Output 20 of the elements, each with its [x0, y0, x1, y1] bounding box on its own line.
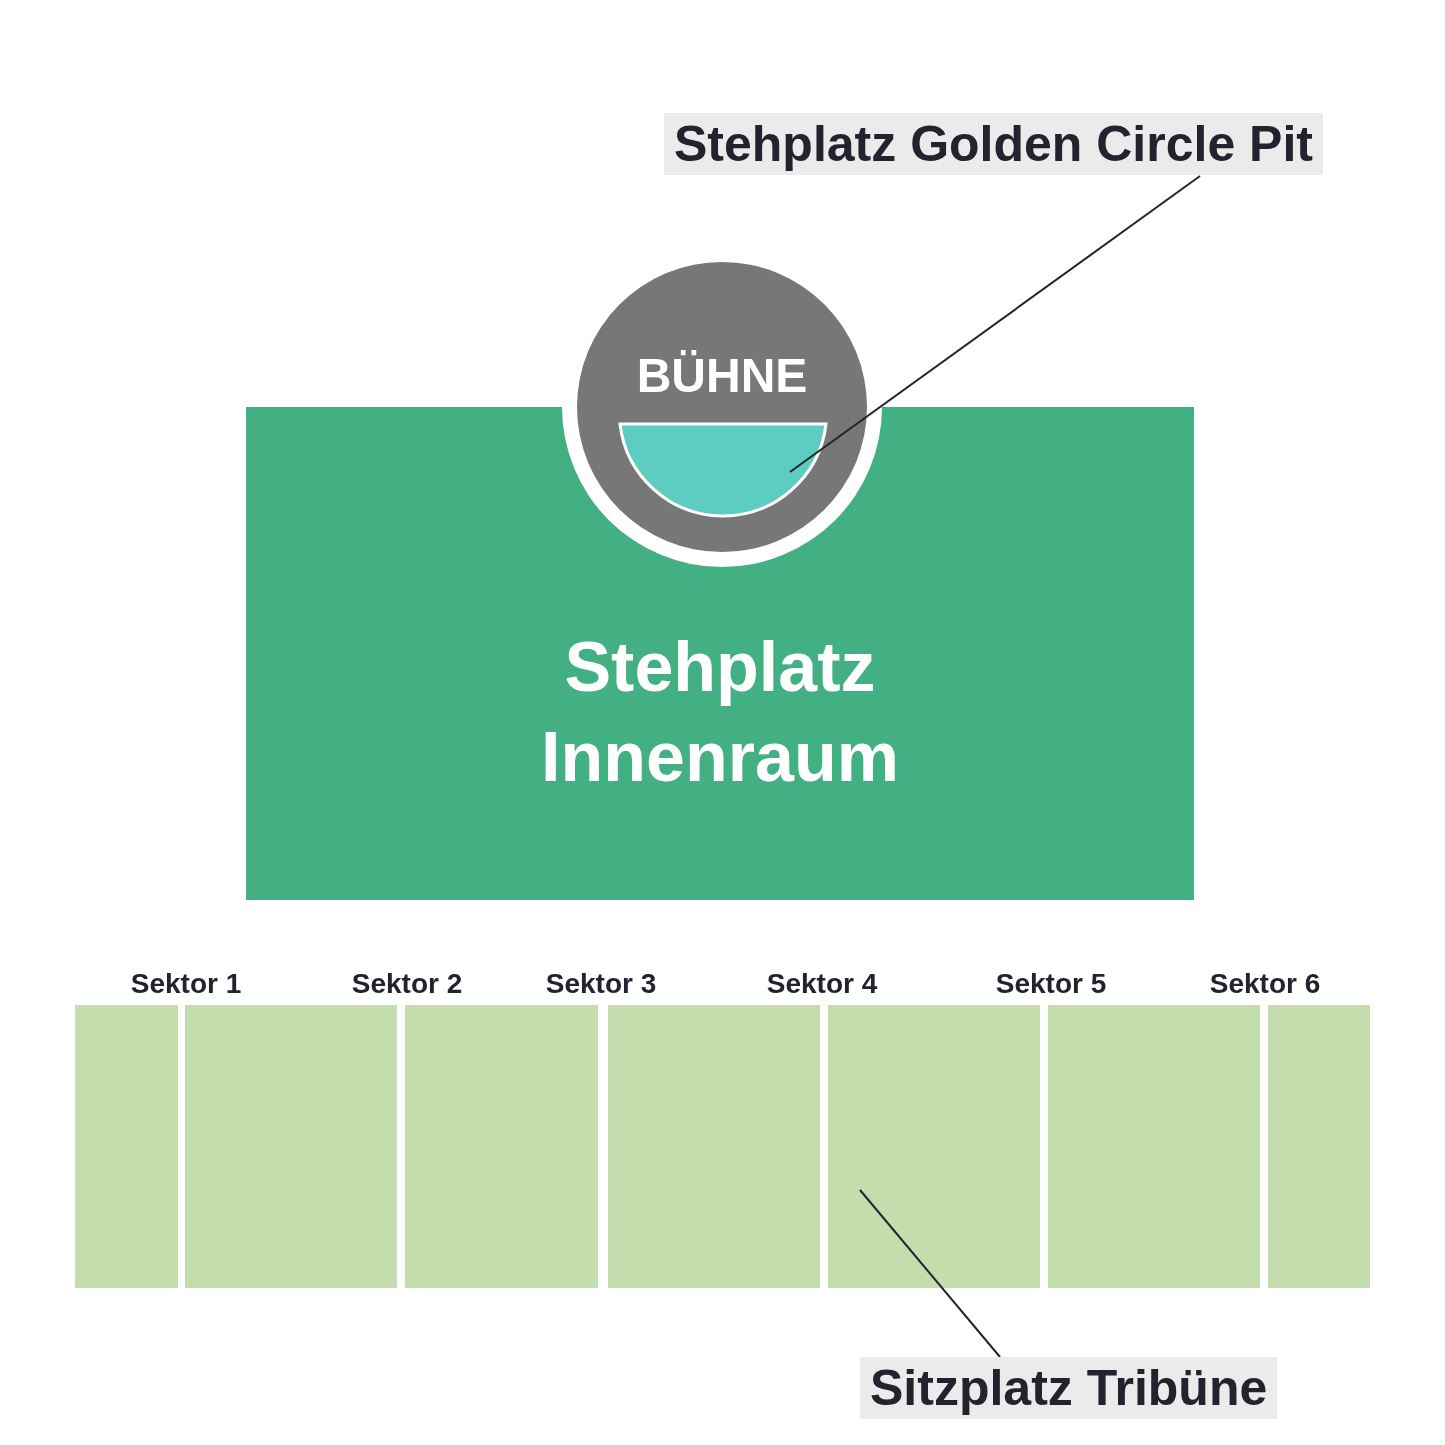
sector-label: Sektor 1 [130, 968, 242, 1000]
leader-line [859, 1189, 1001, 1358]
stage-label: BÜHNE [635, 348, 809, 404]
sector-label: Sektor 2 [351, 968, 463, 1000]
seating-block [828, 1005, 1040, 1288]
seating-block [185, 1005, 397, 1288]
sector-label: Sektor 4 [766, 968, 878, 1000]
zone-label: Sitzplatz Tribüne [860, 1357, 1278, 1419]
sector-label: Sektor 6 [1209, 968, 1321, 1000]
area-label: Stehplatz Innenraum [540, 627, 900, 798]
sector-label: Sektor 3 [545, 968, 657, 1000]
seating-block [1048, 1005, 1260, 1288]
seating-block [405, 1005, 598, 1288]
seating-block [608, 1005, 820, 1288]
leader-line [789, 175, 1201, 473]
zone-label: Stehplatz Golden Circle Pit [664, 113, 1323, 175]
seating-block [1268, 1005, 1370, 1288]
sector-label: Sektor 5 [995, 968, 1107, 1000]
seating-block [75, 1005, 178, 1288]
pit-area [618, 422, 828, 518]
